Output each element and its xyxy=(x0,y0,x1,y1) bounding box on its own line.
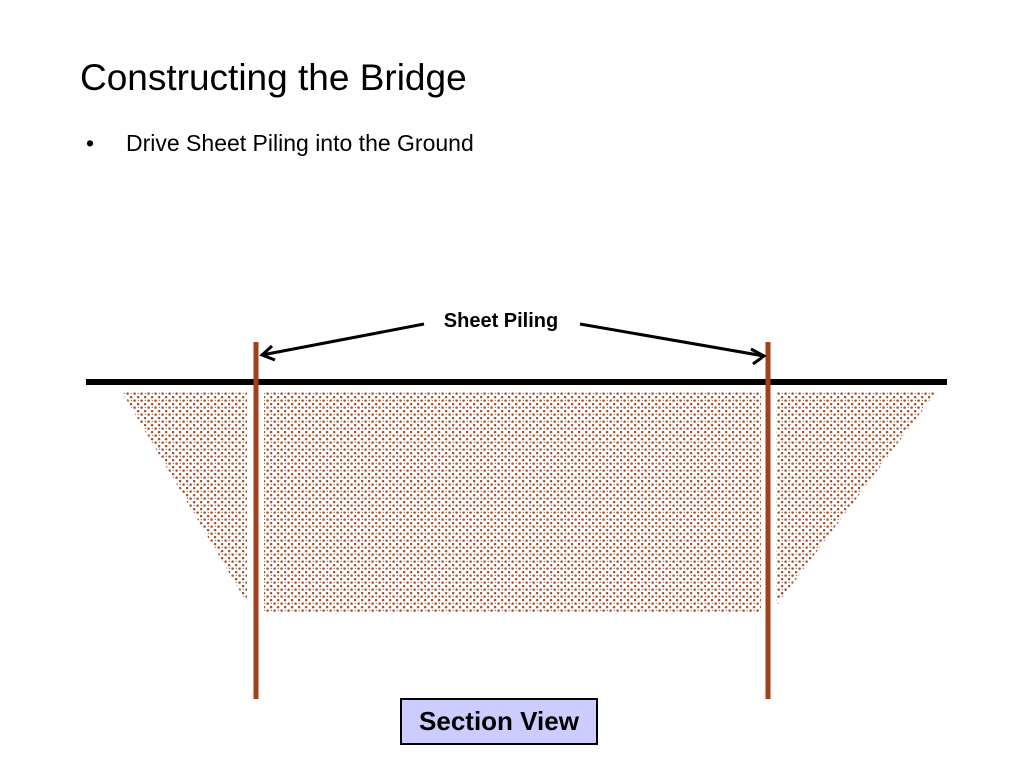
slide-title: Constructing the Bridge xyxy=(80,57,467,98)
soil-right-slope xyxy=(776,392,936,606)
soil-center-block xyxy=(264,392,761,612)
bullet-dot-icon: • xyxy=(86,130,95,156)
arrow-to-right-piling xyxy=(579,322,767,366)
section-view-caption: Section View xyxy=(400,698,598,745)
bullet-list: • Drive Sheet Piling into the Ground xyxy=(86,130,474,158)
arrow-to-left-piling xyxy=(259,322,425,362)
soil-left-slope xyxy=(122,392,247,603)
bullet-text: Drive Sheet Piling into the Ground xyxy=(126,130,474,156)
bullet-item: • Drive Sheet Piling into the Ground xyxy=(86,130,474,158)
sheet-piling-label: Sheet Piling xyxy=(444,310,558,332)
